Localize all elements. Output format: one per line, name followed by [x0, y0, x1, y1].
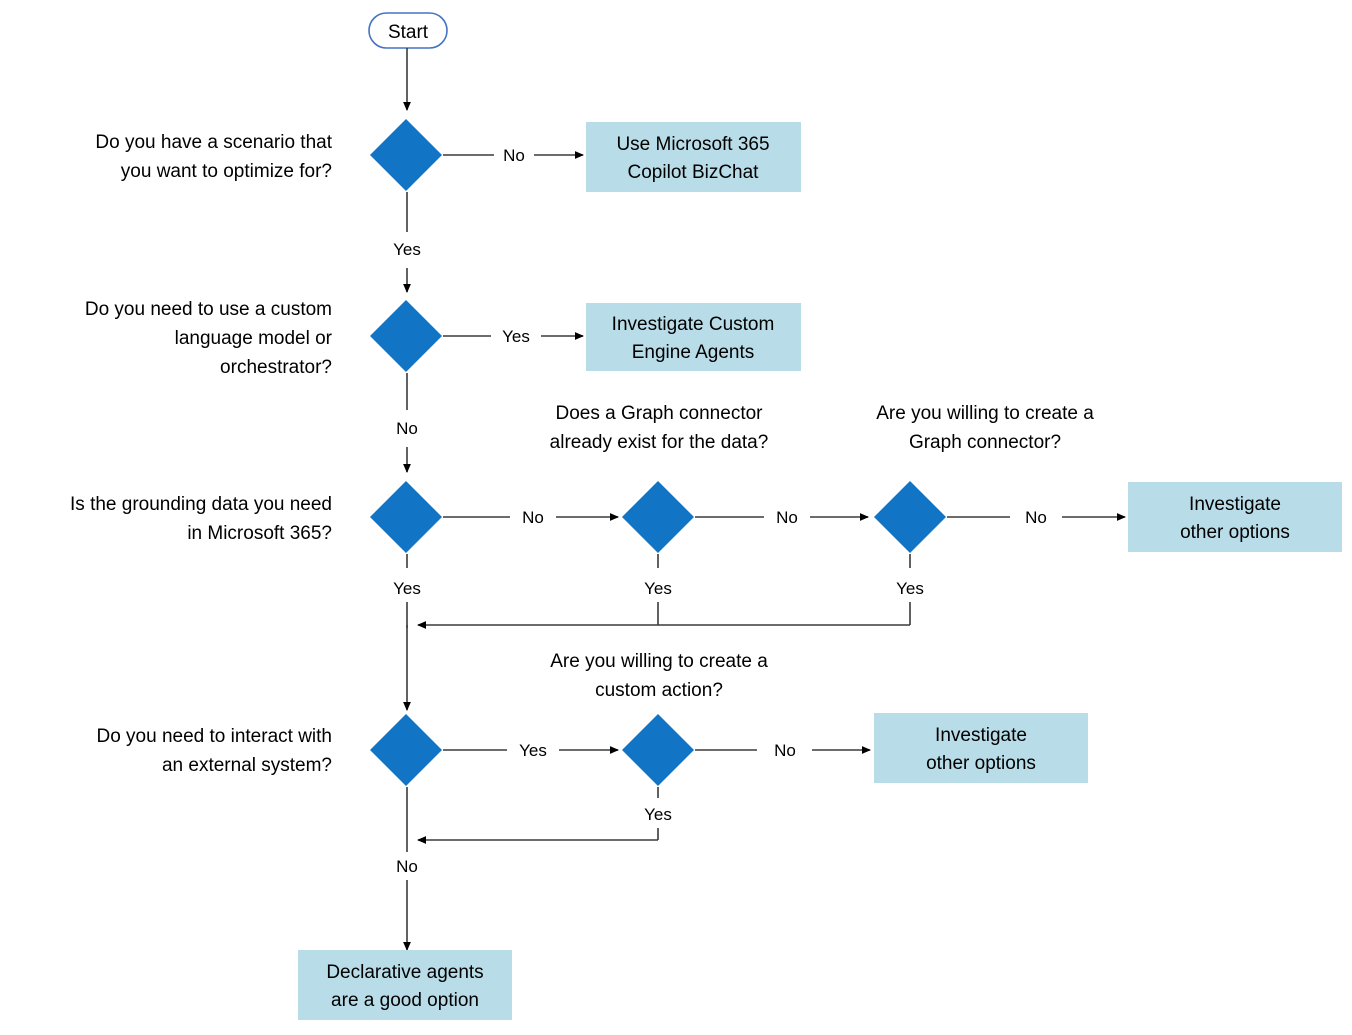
edge-label-decision1-yes: Yes — [393, 240, 421, 259]
decision-1-scenario[interactable] — [370, 119, 442, 191]
result-box-other-options-graph-line2: other options — [1180, 522, 1290, 543]
decision-4-caption-line2: already exist for the data? — [550, 432, 769, 453]
edge-label-decision3-no: No — [522, 508, 544, 527]
decision-2-custom-model[interactable] — [370, 300, 442, 372]
start-node-shape — [368, 12, 448, 49]
result-box-other-options-graph-line1: Investigate — [1189, 494, 1281, 515]
result-box-custom-engine-agents[interactable]: Investigate Custom Engine Agents — [586, 303, 801, 371]
start-node[interactable]: Start — [368, 12, 448, 49]
decision-2-caption-line1: Do you need to use a custom — [85, 299, 332, 320]
decision-1-caption-line1: Do you have a scenario that — [95, 132, 332, 153]
result-box-other-options-action-line2: other options — [926, 753, 1036, 774]
decision-2-caption-line3: orchestrator? — [220, 357, 332, 378]
edge-label-decision7-yes: Yes — [644, 805, 672, 824]
result-box-other-options-action-line1: Investigate — [935, 725, 1027, 746]
decision-3-grounding-data[interactable] — [370, 481, 442, 553]
decision-7-caption: Are you willing to create a custom actio… — [550, 651, 768, 701]
decision-6-shape — [370, 714, 442, 786]
edge-label-decision6-no: No — [396, 857, 418, 876]
result-box-declarative-agents-line1: Declarative agents — [326, 962, 483, 983]
decision-7-shape — [622, 714, 694, 786]
result-box-declarative-agents-shape — [298, 950, 512, 1020]
result-box-declarative-agents[interactable]: Declarative agents are a good option — [298, 950, 512, 1020]
edge-label-decision5-yes: Yes — [896, 579, 924, 598]
edge-label-decision5-no: No — [1025, 508, 1047, 527]
decision-5-shape — [874, 481, 946, 553]
decision-2-shape — [370, 300, 442, 372]
edge-label-decision2-yes: Yes — [502, 327, 530, 346]
result-box-bizchat-line1: Use Microsoft 365 — [616, 134, 769, 155]
edge-label-decision7-no: No — [774, 741, 796, 760]
edge-label-decision1-no: No — [503, 146, 525, 165]
result-box-custom-engine-line1: Investigate Custom — [612, 314, 775, 335]
decision-5-caption: Are you willing to create a Graph connec… — [876, 403, 1094, 453]
edge-label-decision4-yes: Yes — [644, 579, 672, 598]
decision-3-caption-line2: in Microsoft 365? — [187, 523, 332, 544]
decision-1-caption: Do you have a scenario that you want to … — [95, 132, 332, 182]
edge-label-decision4-no: No — [776, 508, 798, 527]
result-box-other-options-action[interactable]: Investigate other options — [874, 713, 1088, 783]
decision-1-caption-line2: you want to optimize for? — [121, 161, 332, 182]
edge-label-decision6-yes: Yes — [519, 741, 547, 760]
decision-5-caption-line2: Graph connector? — [909, 432, 1061, 453]
result-box-custom-engine-line2: Engine Agents — [632, 342, 755, 363]
decision-7-custom-action[interactable] — [622, 714, 694, 786]
decision-2-caption: Do you need to use a custom language mod… — [85, 299, 333, 378]
decision-7-caption-line1: Are you willing to create a — [550, 651, 768, 672]
decision-4-shape — [622, 481, 694, 553]
result-box-bizchat-line2: Copilot BizChat — [628, 162, 760, 183]
result-box-custom-engine-shape — [586, 303, 801, 371]
result-box-other-options-graph[interactable]: Investigate other options — [1128, 482, 1342, 552]
result-box-other-options-graph-shape — [1128, 482, 1342, 552]
result-box-other-options-action-shape — [874, 713, 1088, 783]
start-node-label: Start — [388, 22, 429, 43]
decision-4-caption-line1: Does a Graph connector — [555, 403, 763, 424]
result-box-bizchat-shape — [586, 122, 801, 192]
edge-label-decision2-no: No — [396, 419, 418, 438]
decision-3-shape — [370, 481, 442, 553]
decision-6-external-system[interactable] — [370, 714, 442, 786]
edge-label-decision3-yes: Yes — [393, 579, 421, 598]
result-box-bizchat[interactable]: Use Microsoft 365 Copilot BizChat — [586, 122, 801, 192]
decision-6-caption: Do you need to interact with an external… — [96, 726, 332, 776]
decision-4-caption: Does a Graph connector already exist for… — [550, 403, 769, 453]
decision-3-caption: Is the grounding data you need in Micros… — [70, 494, 332, 544]
decision-3-caption-line1: Is the grounding data you need — [70, 494, 332, 515]
decision-6-caption-line1: Do you need to interact with — [96, 726, 332, 747]
decision-5-caption-line1: Are you willing to create a — [876, 403, 1094, 424]
decision-2-caption-line2: language model or — [175, 328, 333, 349]
result-box-declarative-agents-line2: are a good option — [331, 990, 479, 1011]
decision-5-willing-graph-connector[interactable] — [874, 481, 946, 553]
decision-1-shape — [370, 119, 442, 191]
decision-7-caption-line2: custom action? — [595, 680, 723, 701]
decision-4-graph-connector-exists[interactable] — [622, 481, 694, 553]
decision-6-caption-line2: an external system? — [162, 755, 332, 776]
